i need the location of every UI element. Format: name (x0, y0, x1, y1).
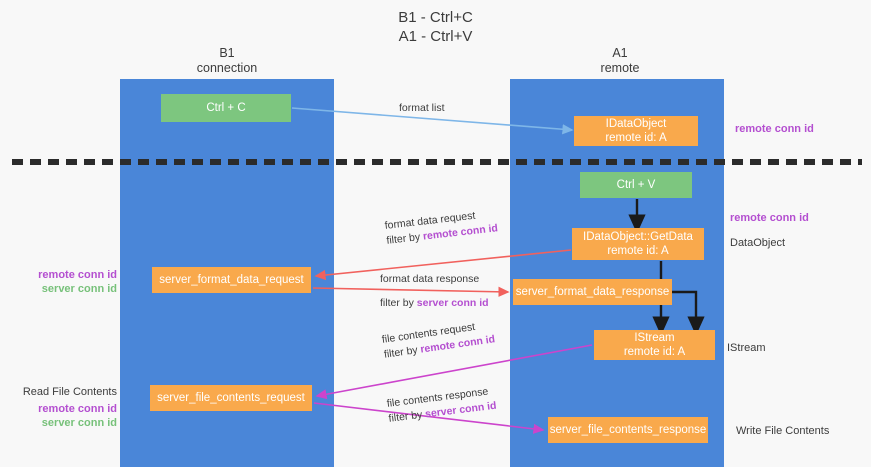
arrow-label-format-list-text: format list (399, 102, 445, 114)
arrow-label-format-list: format list (399, 101, 445, 116)
column-header-a1-role: remote (600, 61, 640, 75)
arrow-label-file-contents-response: file contents response filter by server … (386, 384, 497, 427)
box-istream-line1: IStream (634, 332, 675, 344)
column-header-b1-name: B1 (219, 46, 235, 60)
box-ctrl-c[interactable]: Ctrl + C (161, 94, 291, 122)
box-ctrl-c-label: Ctrl + C (206, 102, 246, 114)
column-header-b1: B1 connection (147, 46, 307, 76)
arrow-label-format-data-response-text: format data response (380, 273, 480, 285)
box-ctrl-v-label: Ctrl + V (616, 179, 656, 191)
side-label-left-conn-ids-top: remote conn id server conn id (22, 268, 117, 296)
box-idataobject[interactable]: IDataObject remote id: A (574, 116, 698, 146)
filter-key-server-conn-id: server conn id (416, 297, 489, 309)
diagram-title: B1 - Ctrl+C A1 - Ctrl+V (0, 8, 871, 46)
side-label-left-server-conn-id-2: server conn id (41, 417, 117, 429)
side-label-left-conn-ids-bottom: remote conn id server conn id (22, 402, 117, 430)
side-label-left-server-conn-id-1: server conn id (41, 283, 117, 295)
box-idataobject-line1: IDataObject (605, 118, 667, 130)
box-idataobject-line2: remote id: A (605, 132, 667, 144)
arrow-label-format-data-response: format data response filter by server co… (380, 272, 489, 311)
title-line-1: B1 - Ctrl+C (398, 9, 473, 26)
arrow-label-format-data-response-filter: filter by server conn id (380, 296, 489, 311)
side-label-istream: IStream (727, 342, 766, 354)
side-label-left-remote-conn-id-1: remote conn id (38, 269, 117, 281)
box-getdata-line1: IDataObject::GetData (583, 231, 693, 243)
box-server-format-data-request[interactable]: server_format_data_request (152, 267, 311, 293)
box-server-file-contents-response-label: server_file_contents_response (549, 424, 707, 436)
box-server-format-data-response[interactable]: server_format_data_response (513, 279, 672, 305)
side-label-read-file-contents: Read File Contents (22, 386, 117, 398)
box-istream-line2: remote id: A (623, 346, 686, 358)
filter-prefix: filter by (387, 408, 426, 425)
arrow-label-format-data-request: format data request filter by remote con… (384, 206, 499, 248)
box-getdata-line2: remote id: A (607, 245, 669, 257)
side-label-remote-conn-id-top: remote conn id (735, 123, 814, 135)
arrow-label-file-contents-request: file contents request filter by remote c… (381, 317, 496, 362)
column-header-b1-role: connection (196, 61, 258, 75)
box-server-file-contents-request-label: server_file_contents_request (157, 392, 305, 404)
box-server-format-data-request-label: server_format_data_request (159, 274, 304, 286)
side-label-write-file-contents: Write File Contents (736, 425, 830, 437)
box-ctrl-v[interactable]: Ctrl + V (580, 172, 692, 198)
filter-prefix: filter by (383, 343, 422, 361)
title-line-2: A1 - Ctrl+V (398, 28, 473, 45)
side-label-remote-conn-id-mid: remote conn id (730, 212, 809, 224)
filter-prefix: filter by (385, 230, 424, 247)
box-server-format-data-response-label: server_format_data_response (515, 286, 670, 298)
box-server-file-contents-response[interactable]: server_file_contents_response (548, 417, 708, 443)
box-istream[interactable]: IStream remote id: A (594, 330, 715, 360)
side-label-left-remote-conn-id-2: remote conn id (38, 403, 117, 415)
column-header-a1-name: A1 (612, 46, 628, 60)
box-idataobject-getdata[interactable]: IDataObject::GetData remote id: A (572, 228, 704, 260)
side-label-dataobject: DataObject (730, 237, 786, 249)
filter-prefix: filter by (380, 297, 417, 309)
box-server-file-contents-request[interactable]: server_file_contents_request (150, 385, 312, 411)
column-header-a1: A1 remote (540, 46, 700, 76)
